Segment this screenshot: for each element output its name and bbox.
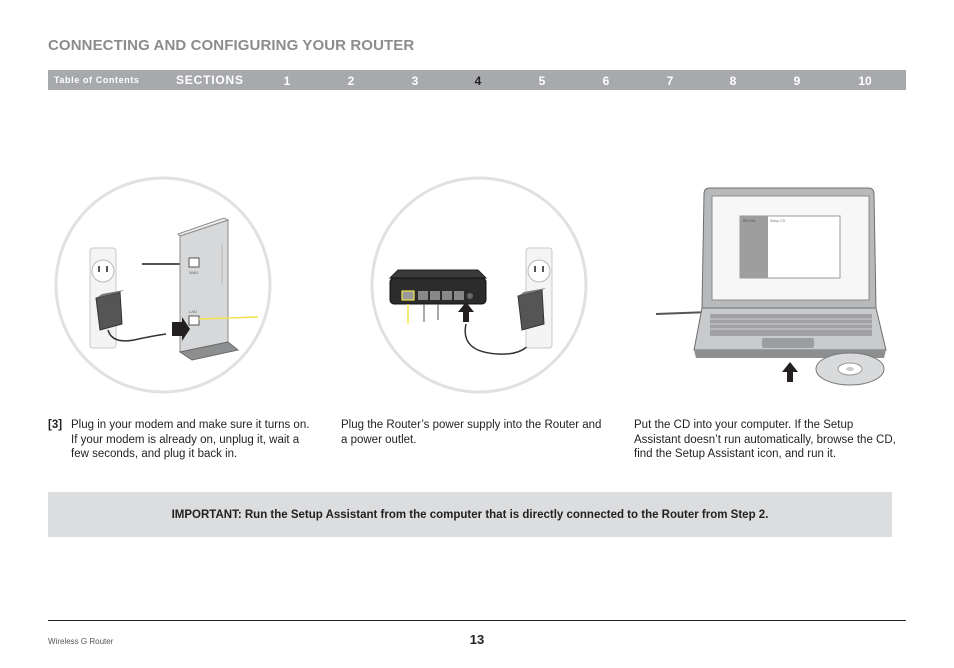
router-front-icon bbox=[388, 269, 488, 305]
footer-divider bbox=[48, 620, 906, 621]
important-note: IMPORTANT: Run the Setup Assistant from … bbox=[48, 492, 892, 537]
screen-window-title: Setup CD bbox=[770, 219, 786, 223]
important-note-text: IMPORTANT: Run the Setup Assistant from … bbox=[171, 508, 769, 521]
footer-product-name: Wireless G Router bbox=[48, 637, 114, 646]
section-navbar: Table of Contents SECTIONS 1 2 3 4 5 6 7… bbox=[48, 70, 906, 90]
router-port-label: WAN bbox=[189, 270, 198, 275]
arrow-up-icon bbox=[458, 302, 474, 322]
power-supply-illustration bbox=[370, 176, 588, 394]
screen-brand-label: BELKIN bbox=[743, 219, 756, 223]
power-supply-caption: Plug the Router’s power supply into the … bbox=[341, 419, 602, 446]
sections-label: SECTIONS bbox=[176, 73, 244, 87]
section-link-7[interactable]: 7 bbox=[666, 74, 674, 88]
table-of-contents-link[interactable]: Table of Contents bbox=[54, 75, 140, 85]
cd-caption: Put the CD into your computer. If the Se… bbox=[634, 419, 896, 460]
modem-router-illustration: WAN LAN bbox=[54, 176, 272, 394]
section-link-1[interactable]: 1 bbox=[283, 74, 291, 88]
cd-disc-icon bbox=[815, 352, 885, 386]
power-adapter-icon bbox=[517, 288, 546, 331]
laptop-icon: BELKIN Setup CD bbox=[693, 187, 887, 358]
router-port-label-2: LAN bbox=[189, 309, 197, 314]
page-number: 13 bbox=[469, 632, 485, 647]
section-link-10[interactable]: 10 bbox=[858, 74, 872, 88]
section-link-5[interactable]: 5 bbox=[538, 74, 546, 88]
section-link-8[interactable]: 8 bbox=[729, 74, 737, 88]
arrow-right-icon bbox=[172, 317, 190, 341]
laptop-cd-illustration: BELKIN Setup CD bbox=[655, 187, 887, 386]
section-link-4[interactable]: 4 bbox=[474, 74, 482, 88]
page-title: CONNECTING AND CONFIGURING YOUR ROUTER bbox=[48, 37, 415, 54]
step-text: Plug in your modem and make sure it turn… bbox=[71, 419, 310, 460]
section-link-2[interactable]: 2 bbox=[347, 74, 355, 88]
section-link-9[interactable]: 9 bbox=[793, 74, 801, 88]
power-adapter-icon bbox=[95, 290, 124, 331]
section-link-6[interactable]: 6 bbox=[602, 74, 610, 88]
section-link-3[interactable]: 3 bbox=[411, 74, 419, 88]
step-number: [3] bbox=[48, 419, 63, 431]
arrow-up-icon bbox=[782, 362, 798, 382]
